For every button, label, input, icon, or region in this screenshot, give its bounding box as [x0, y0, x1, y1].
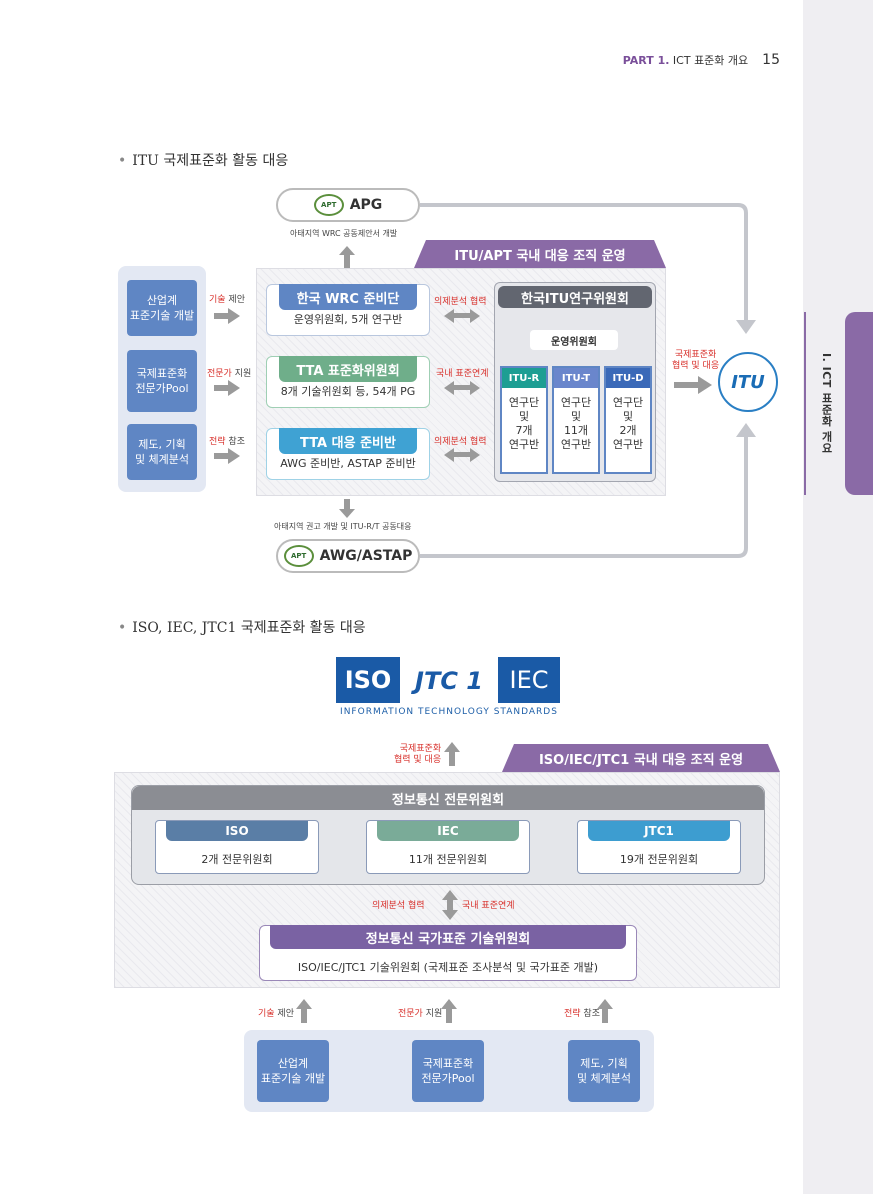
org-card-wrc-body: 운영위원회, 5개 연구반: [293, 313, 403, 326]
awg-label: AWG/ASTAP: [319, 548, 413, 564]
apt-logo-icon-2: APT: [283, 545, 314, 567]
running-header: PART 1. ICT 표준화 개요 15: [623, 52, 780, 68]
hint-strategy-2: 전략 참조: [564, 1009, 600, 1019]
itu-ops-committee: 운영위원회: [530, 330, 618, 350]
bottom-box-policy: 제도, 기획 및 체계분석: [568, 1040, 640, 1102]
left-box-policy: 제도, 기획 및 체계분석: [127, 424, 197, 480]
side-tab-line: [804, 312, 806, 495]
header-part: PART 1.: [622, 54, 670, 67]
itu-r-column[interactable]: ITU-R 연구단 및 7개 연구반: [500, 366, 548, 474]
iso-logo-icon: ISO: [336, 657, 400, 703]
awg-caption: 아태지역 권고 개발 및 ITU-R/T 공동대응: [274, 522, 412, 531]
national-committee-body: ISO/IEC/JTC1 기술위원회 (국제표준 조사분석 및 국가표준 개발): [297, 961, 599, 974]
bottom-up-arrows: [296, 999, 613, 1023]
org-card-tta-prep[interactable]: TTA 대응 준비반 AWG 준비반, ASTAP 준비반: [266, 428, 430, 480]
itu-connectors: [339, 203, 756, 558]
itu-banner: ITU/APT 국내 대응 조직 운영: [414, 240, 666, 268]
itu-logo-icon: ITU: [718, 352, 778, 412]
link-agenda-1: 의제분석 협력: [434, 297, 487, 307]
side-tab-label: I. ICT 표준화 개요: [820, 353, 833, 454]
sub-card-iso-head: ISO: [166, 821, 308, 841]
left-box-industry: 산업계 표준기술 개발: [127, 280, 197, 336]
itu-d-column[interactable]: ITU-D 연구단 및 2개 연구반: [604, 366, 652, 474]
sub-card-iso[interactable]: ISO 2개 전문위원회: [155, 820, 319, 874]
sub-card-iso-value: 2개 전문위원회: [201, 853, 273, 866]
org-card-tta-prep-head: TTA 대응 준비반: [279, 428, 417, 454]
link-agenda: 의제분석 협력: [372, 901, 425, 911]
header-title: ICT 표준화 개요: [672, 54, 749, 67]
sub-card-iec-value: 11개 전문위원회: [408, 853, 488, 866]
org-card-tta-body: 8개 기술위원회 등, 54개 PG: [280, 385, 416, 398]
itu-r-body: 연구단 및 7개 연구반: [508, 396, 540, 451]
org-card-wrc[interactable]: 한국 WRC 준비단 운영위원회, 5개 연구반: [266, 284, 430, 336]
itu-t-body: 연구단 및 11개 연구반: [560, 396, 592, 451]
apg-pill[interactable]: APT APG: [276, 188, 420, 222]
logo-caption: INFORMATION TECHNOLOGY STANDARDS: [340, 707, 558, 717]
itu-t-head: ITU-T: [554, 368, 598, 388]
itu-committee-head: 한국ITU연구위원회: [498, 286, 652, 308]
hint-expert: 전문가 지원: [207, 369, 252, 379]
arrow-to-itu: [674, 376, 712, 394]
hint-tech-2: 기술 제안: [258, 1009, 294, 1019]
ict-committee-head: 정보통신 전문위원회: [132, 786, 764, 810]
up-label: 국제표준화 협력 및 대응: [394, 744, 442, 765]
page-number: 15: [762, 52, 780, 68]
bottom-box-industry: 산업계 표준기술 개발: [257, 1040, 329, 1102]
updown-arrow: [442, 890, 458, 920]
apt-logo-icon: APT: [313, 194, 344, 216]
left-box-experts: 국제표준화 전문가Pool: [127, 350, 197, 412]
sub-card-jtc1-value: 19개 전문위원회: [619, 853, 699, 866]
section1-title: •ITU 국제표준화 활동 대응: [118, 153, 289, 169]
iec-logo-icon: IEC: [498, 657, 560, 703]
bottom-box-experts: 국제표준화 전문가Pool: [412, 1040, 484, 1102]
itu-r-head: ITU-R: [502, 368, 546, 388]
side-tab[interactable]: [845, 312, 873, 495]
itu-t-column[interactable]: ITU-T 연구단 및 11개 연구반: [552, 366, 600, 474]
org-card-tta-head: TTA 표준화위원회: [279, 356, 417, 382]
apg-caption: 아태지역 WRC 공동제안서 개발: [290, 229, 398, 238]
hint-tech: 기술 제안: [209, 295, 245, 305]
hint-strategy: 전략 참조: [209, 437, 245, 447]
sub-card-iec-head: IEC: [377, 821, 519, 841]
sub-card-iec[interactable]: IEC 11개 전문위원회: [366, 820, 530, 874]
iso-jtc1-iec-logos: ISO JTC 1 IEC INFORMATION TECHNOLOGY STA…: [336, 657, 562, 723]
itu-d-head: ITU-D: [606, 368, 650, 388]
org-card-wrc-head: 한국 WRC 준비단: [279, 284, 417, 310]
sub-card-jtc1[interactable]: JTC1 19개 전문위원회: [577, 820, 741, 874]
page-sidebar: [803, 0, 873, 1194]
section2-title: •ISO, IEC, JTC1 국제표준화 활동 대응: [118, 620, 366, 636]
link-domestic: 국내 표준연계: [436, 369, 489, 379]
jtc1-logo-icon: JTC 1: [415, 667, 483, 695]
org-card-tta[interactable]: TTA 표준화위원회 8개 기술위원회 등, 54개 PG: [266, 356, 430, 408]
link-agenda-2: 의제분석 협력: [434, 437, 487, 447]
itu-d-body: 연구단 및 2개 연구반: [612, 396, 644, 451]
awg-pill[interactable]: APT AWG/ASTAP: [276, 539, 420, 573]
itu-side-label: 국제표준화 협력 및 대응: [672, 350, 720, 371]
jtc1-banner: ISO/IEC/JTC1 국내 대응 조직 운영: [502, 744, 780, 772]
org-card-tta-prep-body: AWG 준비반, ASTAP 준비반: [280, 457, 416, 470]
national-committee-head: 정보통신 국가표준 기술위원회: [270, 925, 626, 949]
link-domestic-2: 국내 표준연계: [462, 901, 515, 911]
hint-expert-2: 전문가 지원: [398, 1009, 443, 1019]
bidirectional-arrows: [444, 309, 480, 462]
apg-label: APG: [349, 197, 383, 213]
left-arrows: [214, 308, 240, 464]
sub-card-jtc1-head: JTC1: [588, 821, 730, 841]
up-arrow: [444, 742, 460, 766]
